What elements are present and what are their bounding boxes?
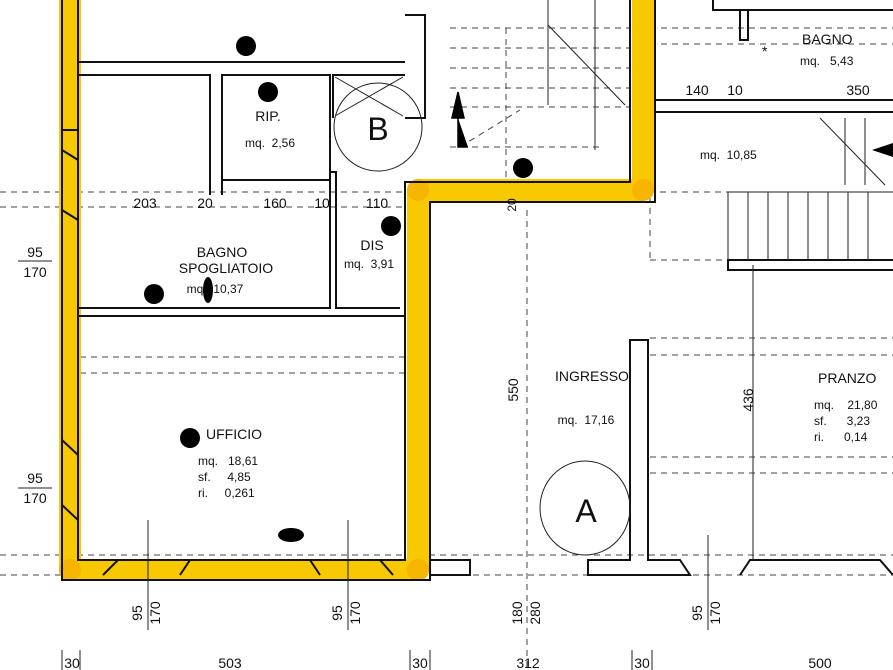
dim-350: 350 (846, 82, 870, 98)
room-ingresso-name: INGRESSO (555, 368, 629, 384)
left-window-2-bottom: 170 (23, 490, 47, 506)
marker-a: A (575, 493, 597, 529)
room-bagno-area: mq. 5,43 (800, 54, 854, 68)
dimensions: 203 20 160 10 110 140 10 350 95 170 95 1… (18, 82, 870, 670)
bottom-dim-30-3: 30 (634, 655, 650, 670)
bottom-dim-503: 503 (218, 655, 242, 670)
room-bagno-marker: * (762, 43, 768, 59)
room-pranzo-name: PRANZO (818, 370, 876, 386)
room-ufficio-name: UFFICIO (206, 426, 262, 442)
room-dis-area: mq. 3,91 (344, 257, 394, 271)
left-window-1-bottom: 170 (23, 264, 47, 280)
walls (61, 0, 893, 581)
dim-20: 20 (197, 195, 213, 211)
room-ufficio-sf: sf. 4,85 (198, 470, 251, 484)
bottom-window-2-bottom: 170 (347, 601, 363, 625)
highlight-corners (59, 179, 654, 581)
room-bagno-name: BAGNO (802, 31, 853, 47)
marker-b: B (367, 111, 388, 147)
dim-203: 203 (133, 195, 157, 211)
room-rip-area: mq. 2,56 (245, 136, 295, 150)
bottom-window-2-top: 95 (329, 605, 345, 621)
dim-140: 140 (685, 82, 709, 98)
lift-shaft-b (333, 76, 423, 172)
dim-10: 10 (314, 195, 330, 211)
room-pranzo-sf: sf. 3,23 (814, 414, 870, 428)
left-window-1-top: 95 (27, 244, 43, 260)
room-ufficio-ri: ri. 0,261 (198, 486, 255, 500)
bottom-window-1-bottom: 170 (147, 601, 163, 625)
bottom-dim-30-2: 30 (412, 655, 428, 670)
room-right-area: mq. 10,85 (700, 148, 757, 162)
dim-20-vertical: 20 (505, 198, 519, 212)
up-arrow-icon (451, 91, 468, 148)
marker-a-circle (539, 460, 631, 556)
bottom-dim-312: 312 (516, 655, 540, 670)
room-dis-name: DIS (360, 237, 383, 253)
bottom-window-1-top: 95 (129, 605, 145, 621)
dim-160: 160 (263, 195, 287, 211)
electrical-points (144, 36, 533, 542)
room-ufficio-area: mq. 18,61 (198, 454, 258, 468)
dim-550: 550 (505, 378, 521, 402)
bottom-door-bottom: 280 (527, 601, 543, 625)
room-bagno-spogliatoio-name-1: BAGNO (197, 244, 248, 260)
bottom-door-top: 180 (509, 601, 525, 625)
bottom-dim-30-1: 30 (64, 655, 80, 670)
highlighted-unit-outline (59, 0, 654, 581)
room-rip-name: RIP. (255, 108, 280, 124)
stairs (547, 0, 893, 560)
bottom-dim-500: 500 (808, 655, 832, 670)
room-ingresso-area: mq. 17,16 (558, 413, 615, 427)
room-bagno-spogliatoio-name-2: SPOGLIATOIO (179, 260, 274, 276)
dim-110: 110 (366, 195, 389, 211)
room-pranzo-area: mq. 21,80 (814, 398, 878, 412)
room-bagno-spogliatoio-area: mq. 10,37 (187, 282, 244, 296)
left-window-2-top: 95 (27, 470, 43, 486)
bottom-window-3-top: 95 (689, 605, 705, 621)
left-arrow-icon (872, 143, 893, 157)
room-pranzo-ri: ri. 0,14 (814, 430, 868, 444)
dim-436: 436 (740, 388, 756, 412)
bottom-window-3-bottom: 170 (707, 601, 723, 625)
dim-10b: 10 (727, 82, 743, 98)
